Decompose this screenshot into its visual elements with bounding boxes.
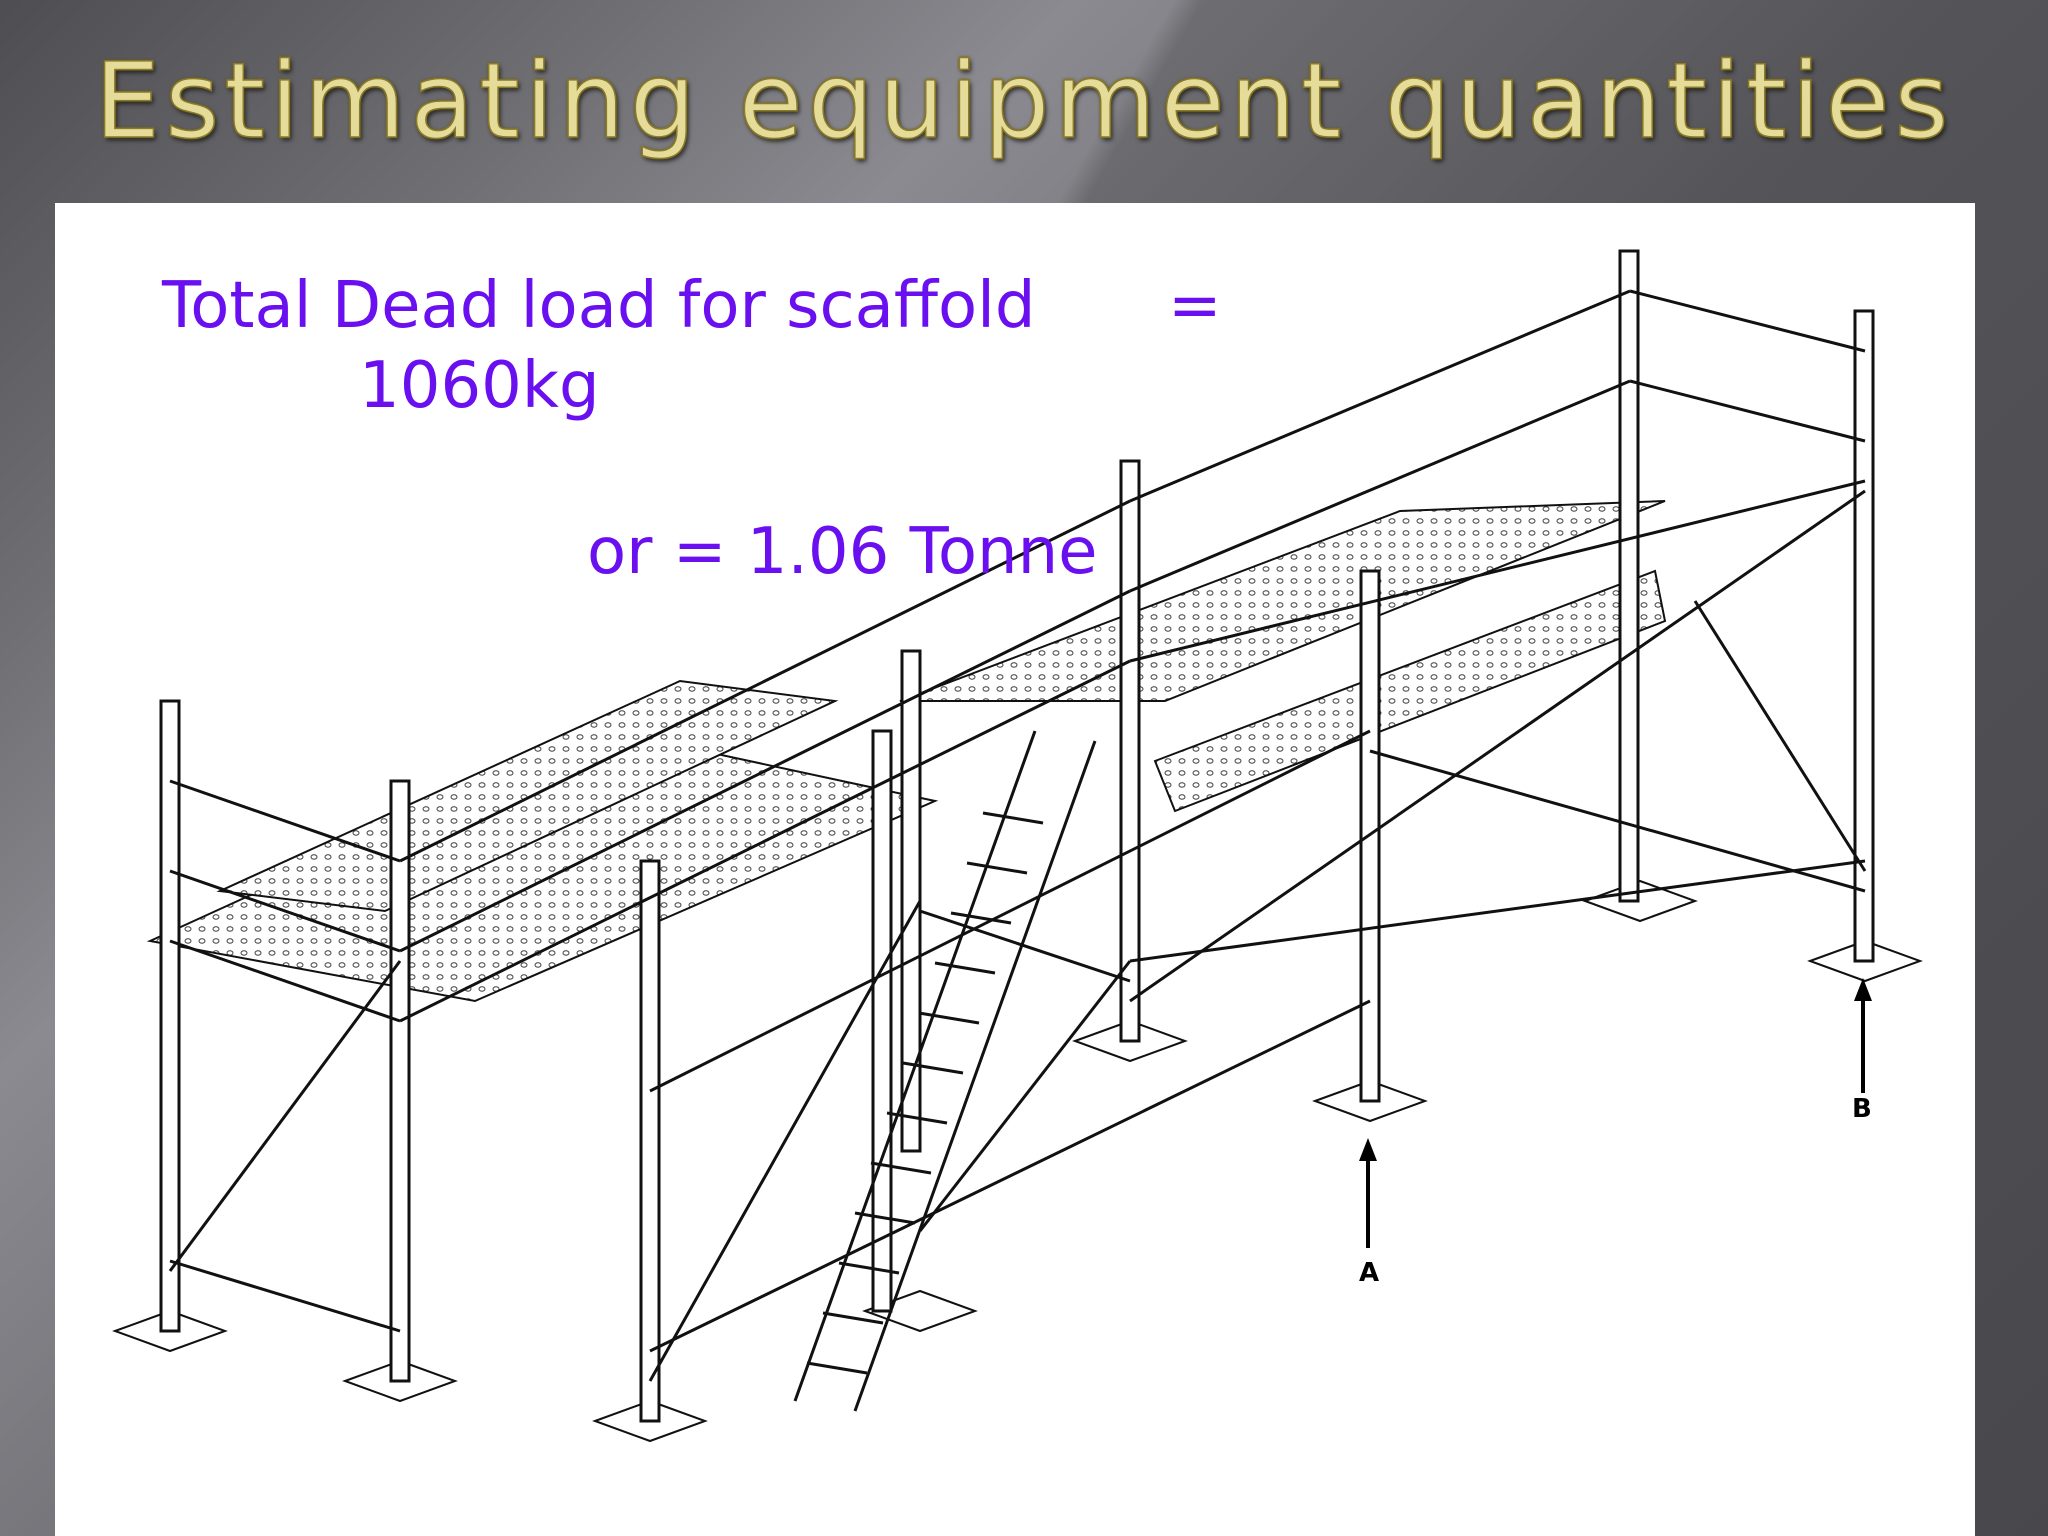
equals-sign: =: [1168, 269, 1222, 343]
ledgers: [169, 289, 1866, 1353]
support-arrow-a: A: [1359, 1138, 1379, 1288]
scaffold-illustration: A B: [112, 249, 1923, 1443]
dead-load-value-tonne: or = 1.06 Tonne: [587, 515, 1098, 589]
ladder: [793, 730, 1097, 1412]
dead-load-value-kg: 1060kg: [359, 349, 600, 423]
deck-boards: [146, 500, 1667, 1003]
support-label-a: A: [1359, 1258, 1379, 1288]
content-panel: A B Total Dead load for scaffold = 1060k…: [55, 203, 1975, 1536]
braces: [168, 489, 1867, 1382]
dead-load-label: Total Dead load for scaffold: [162, 269, 1036, 343]
slide-title: Estimating equipment quantities: [94, 39, 1954, 163]
support-label-b: B: [1852, 1094, 1872, 1124]
standards: [159, 249, 1875, 1423]
support-arrow-b: B: [1852, 978, 1872, 1124]
